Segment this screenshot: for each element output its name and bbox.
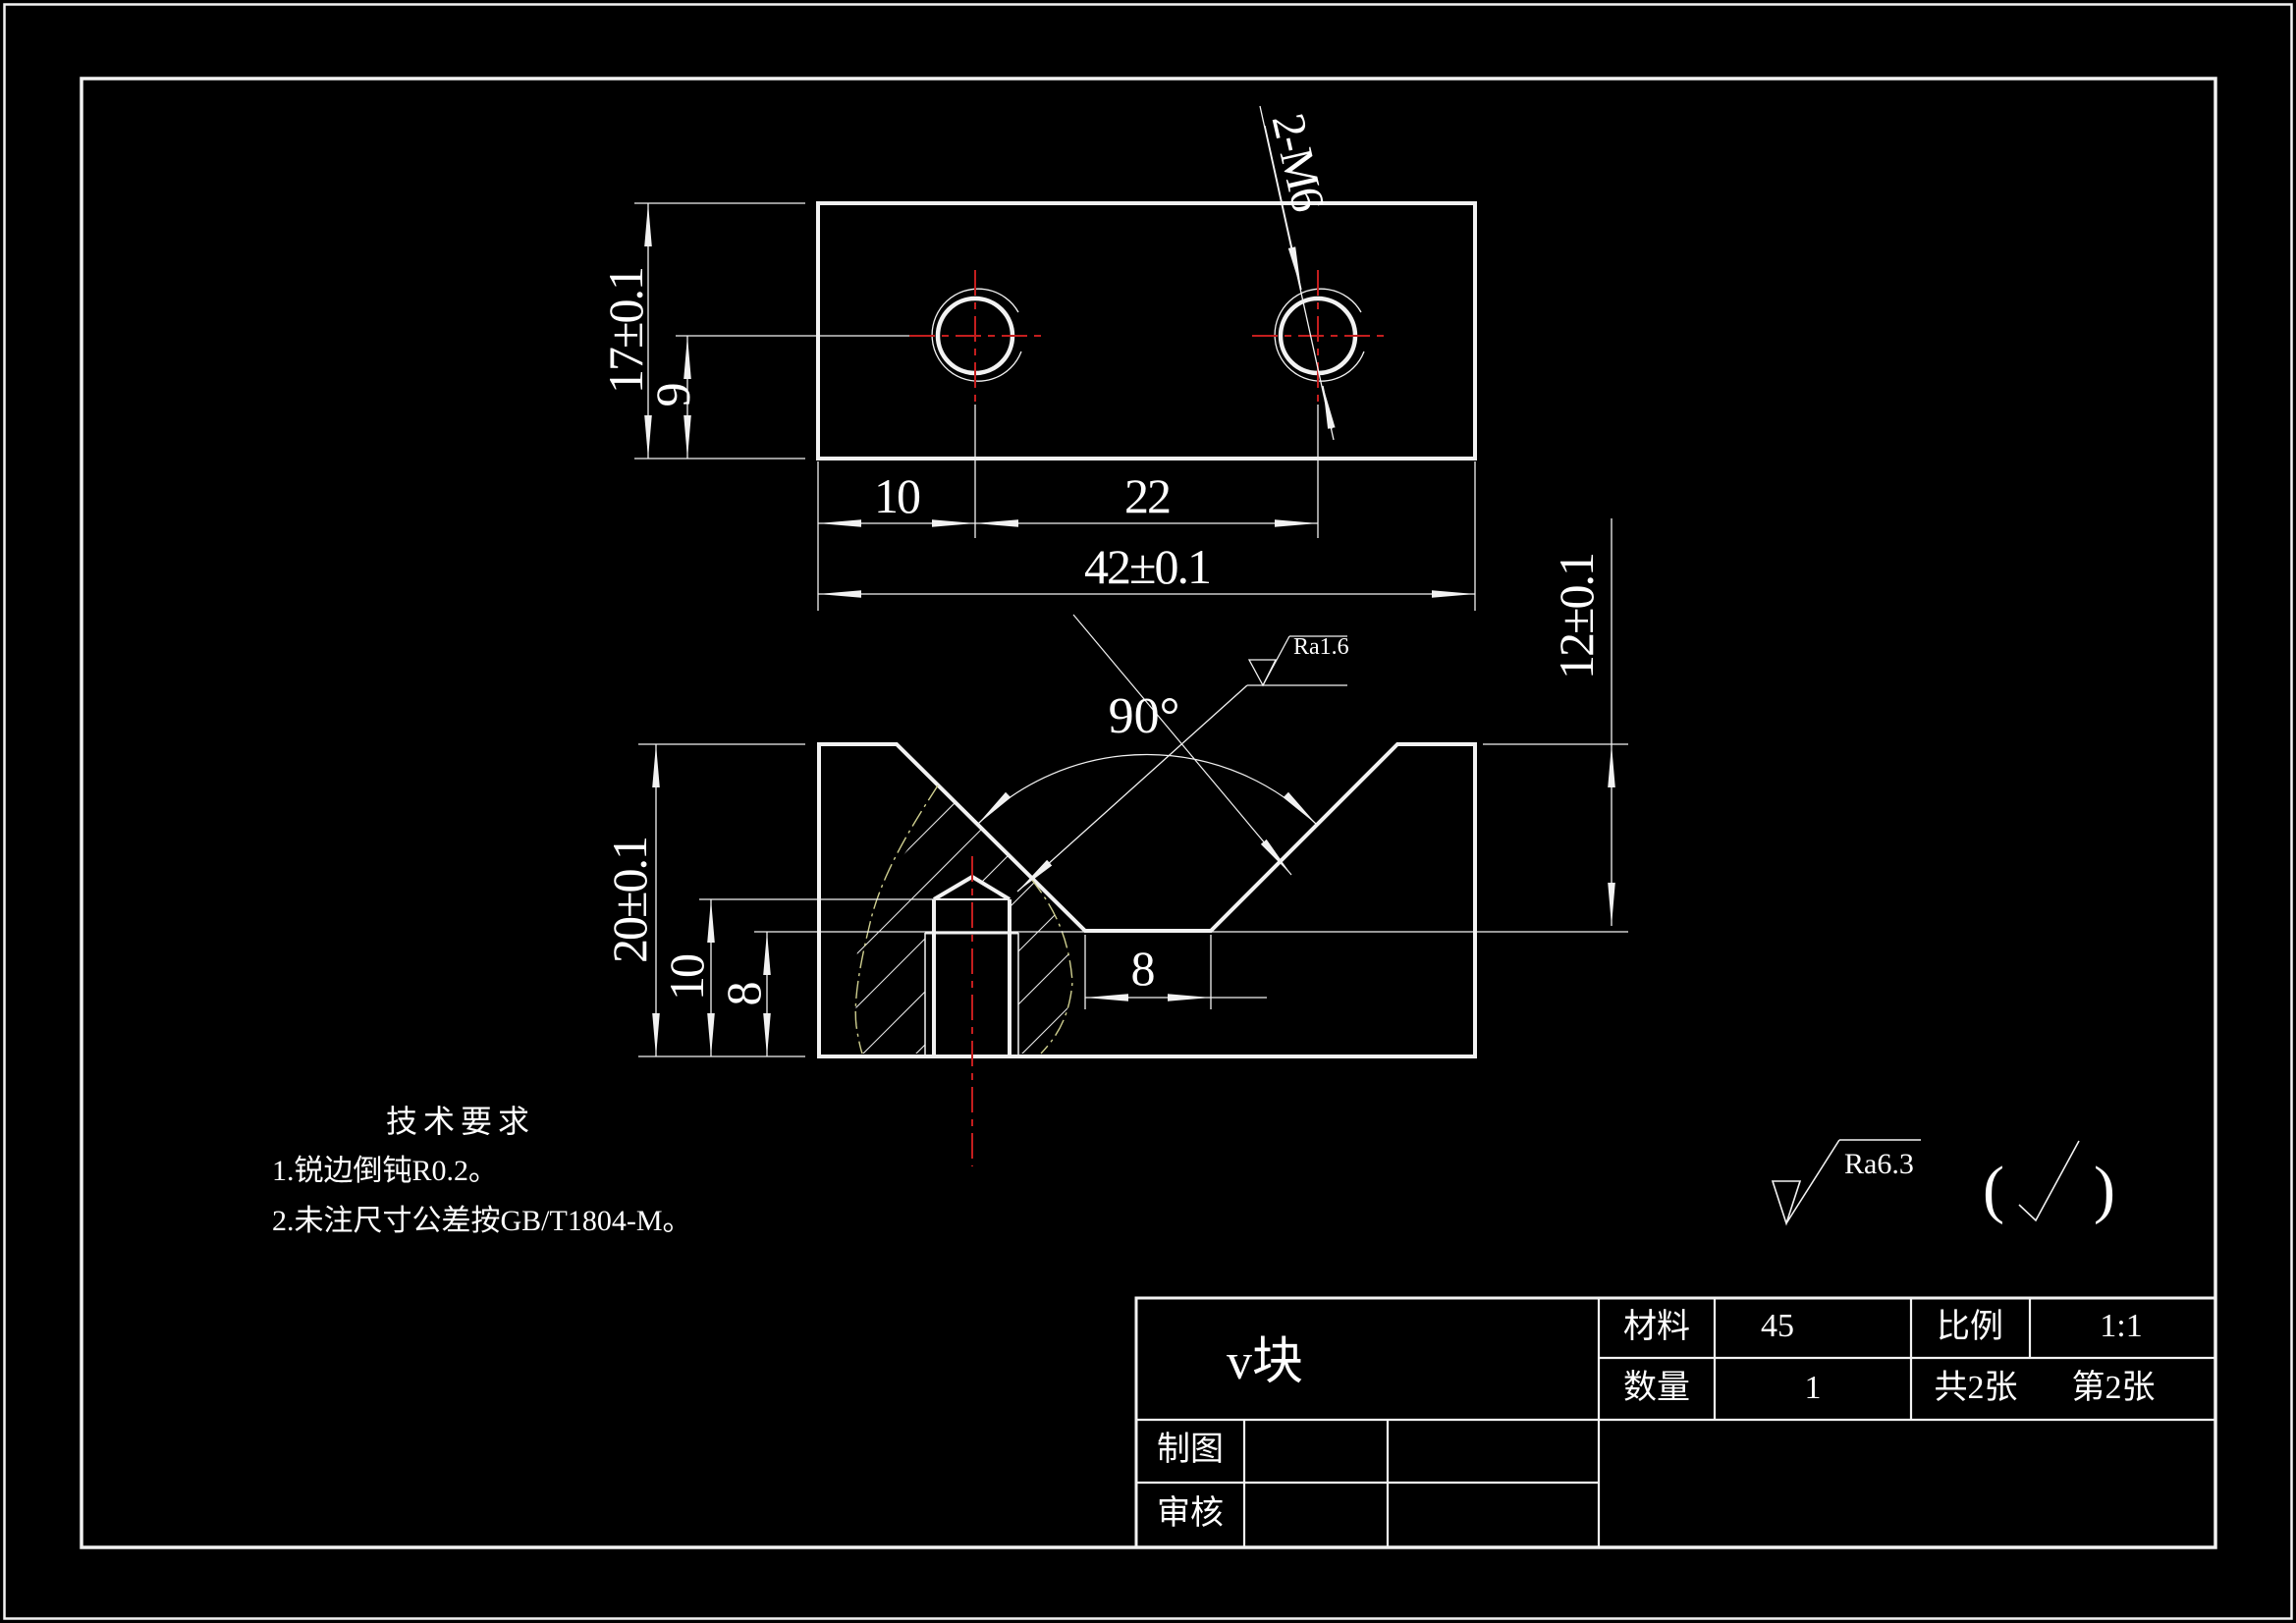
surface-finish-ra63	[1771, 1139, 2080, 1226]
dim-width-42: 42±0.1	[1084, 539, 1212, 594]
angle-dimension	[976, 614, 1318, 876]
basic-surface-check-icon	[2018, 1140, 2080, 1222]
tech-requirement-2: 2.未注尺寸公差按GB/T1804-M。	[272, 1205, 692, 1237]
section-hatching	[854, 785, 1072, 1054]
drawn-by-label: 制图	[1157, 1432, 1224, 1468]
sheet-number: 第2张	[2071, 1370, 2156, 1406]
paren-right: )	[2094, 1154, 2115, 1225]
scale-label: 比例	[1937, 1309, 2003, 1345]
surface-ra63-label: Ra6.3	[1844, 1148, 1914, 1180]
dim-angle-90: 90°	[1108, 688, 1180, 744]
title-block-grid	[1134, 1296, 2217, 1549]
paren-left: (	[1983, 1154, 2004, 1225]
surface-ra16-label: Ra1.6	[1293, 634, 1349, 660]
tech-requirement-1: 1.锐边倒钝R0.2。	[272, 1155, 499, 1187]
surface-finish-ra16	[1016, 635, 1347, 893]
dim-v-depth-12: 12±0.1	[1549, 554, 1604, 679]
thread-callout-leader	[1259, 105, 1336, 441]
scale-value: 1:1	[2100, 1308, 2143, 1344]
dim-height-17: 17±0.1	[598, 268, 653, 394]
tech-requirements-title: 技术要求	[385, 1104, 536, 1139]
dim-flat-width-8: 8	[1130, 941, 1156, 996]
dim-hole-x-10: 10	[874, 468, 921, 523]
hole-centerlines	[909, 270, 1386, 403]
checked-by-label: 审核	[1157, 1495, 1224, 1532]
break-line-spline	[854, 784, 1073, 1055]
quantity-label: 数量	[1623, 1370, 1690, 1406]
top-view	[634, 105, 1477, 611]
dim-hole-spacing-22: 22	[1124, 468, 1172, 523]
material-label: 材料	[1623, 1309, 1690, 1345]
front-view	[638, 518, 1628, 1166]
material-value: 45	[1761, 1308, 1794, 1344]
dim-hole-offset-9: 9	[645, 384, 700, 407]
quantity-value: 1	[1804, 1370, 1822, 1406]
dim-thread-depth-8: 8	[716, 983, 771, 1006]
part-name: v块	[1226, 1334, 1304, 1390]
sheets-total: 共2张	[1934, 1370, 2018, 1406]
dim-height-20: 20±0.1	[602, 838, 657, 963]
dim-drill-depth-10: 10	[659, 955, 714, 1001]
